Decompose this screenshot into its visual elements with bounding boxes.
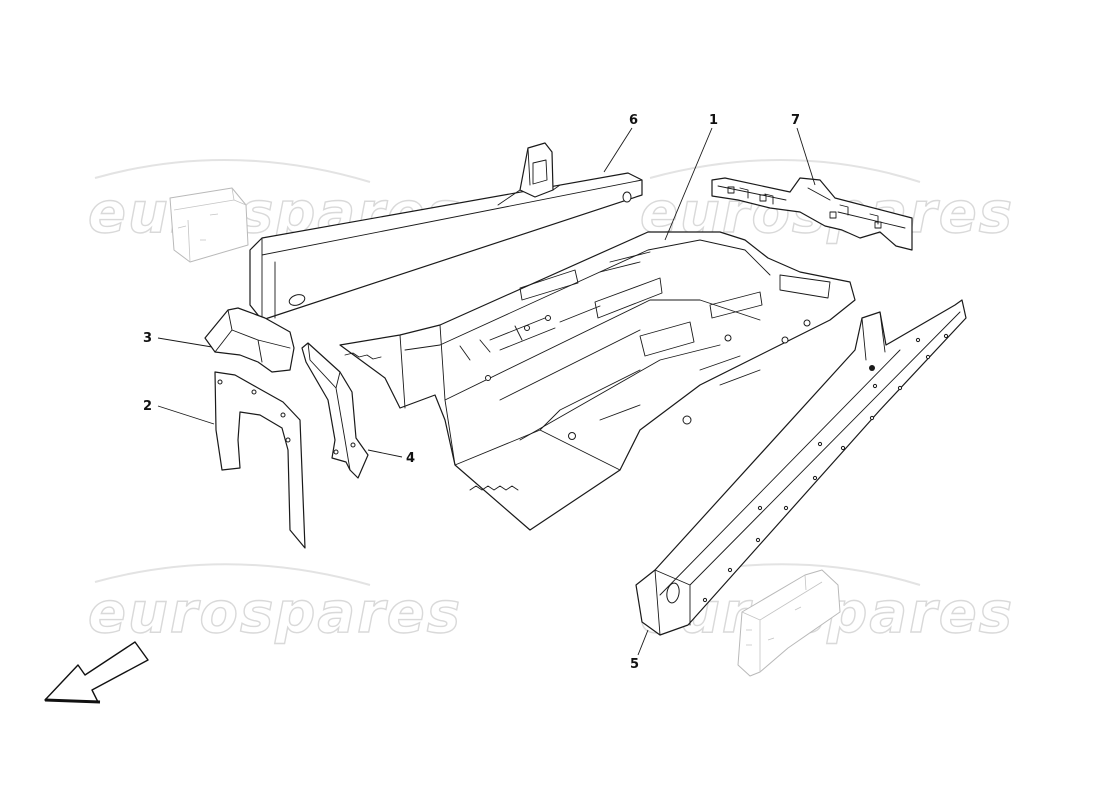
callout-7: 7 (791, 113, 800, 128)
direction-arrow (44, 641, 149, 704)
ghost-bracket-top-left (169, 187, 249, 263)
callout-2: 2 (143, 399, 152, 414)
part-7-rear-panel (711, 177, 913, 251)
part-5-side-sill (635, 299, 967, 636)
watermark-bottom-left: eurospares (87, 563, 462, 647)
leader-7 (796, 127, 816, 186)
leader-2 (157, 405, 215, 425)
leader-1 (664, 127, 713, 241)
part-3-bracket (204, 307, 295, 373)
callout-6: 6 (629, 113, 638, 128)
callout-1: 1 (709, 113, 718, 128)
leader-5 (637, 629, 649, 656)
callout-labels: 1 2 3 4 5 6 7 (143, 113, 800, 672)
leader-3 (157, 337, 213, 348)
callout-3: 3 (143, 331, 152, 346)
part-1-floor-pan (339, 231, 856, 531)
part-4-strip (301, 342, 369, 479)
callout-4: 4 (406, 451, 415, 466)
part-2-panel (214, 371, 306, 549)
leader-6 (603, 127, 633, 173)
leader-lines (157, 127, 816, 656)
watermark-text: eurospares (88, 581, 462, 646)
callout-5: 5 (630, 657, 639, 672)
part-6-cross-beam (249, 142, 643, 321)
ghost-bracket-bottom-right (737, 569, 841, 677)
leader-4 (367, 449, 403, 458)
